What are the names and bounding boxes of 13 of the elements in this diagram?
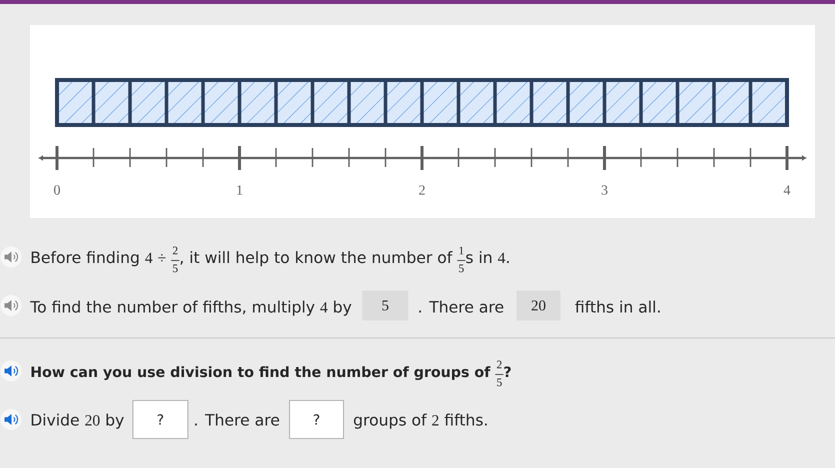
- answer-box: 20: [516, 290, 560, 320]
- answer-box: ?: [289, 400, 344, 439]
- instruction-text: . There are: [419, 300, 504, 313]
- tick-label: 1: [237, 185, 242, 195]
- tick-label: 2: [419, 185, 425, 195]
- tick-label: 0: [54, 185, 60, 195]
- answer-box: ?: [132, 400, 188, 439]
- instruction-text: . There are: [195, 414, 280, 426]
- question-text: How can you use division to find the number of groups of 25?: [32, 360, 511, 386]
- tick-label: 3: [602, 185, 608, 195]
- instruction-text: Before finding 4 ÷ $^{2}$$_{5}$, it will help to know the number of $^{1}$$_{5}$s in 4.: [32, 246, 509, 272]
- tick-label: 4: [784, 185, 790, 195]
- answer-box: 5: [362, 290, 408, 320]
